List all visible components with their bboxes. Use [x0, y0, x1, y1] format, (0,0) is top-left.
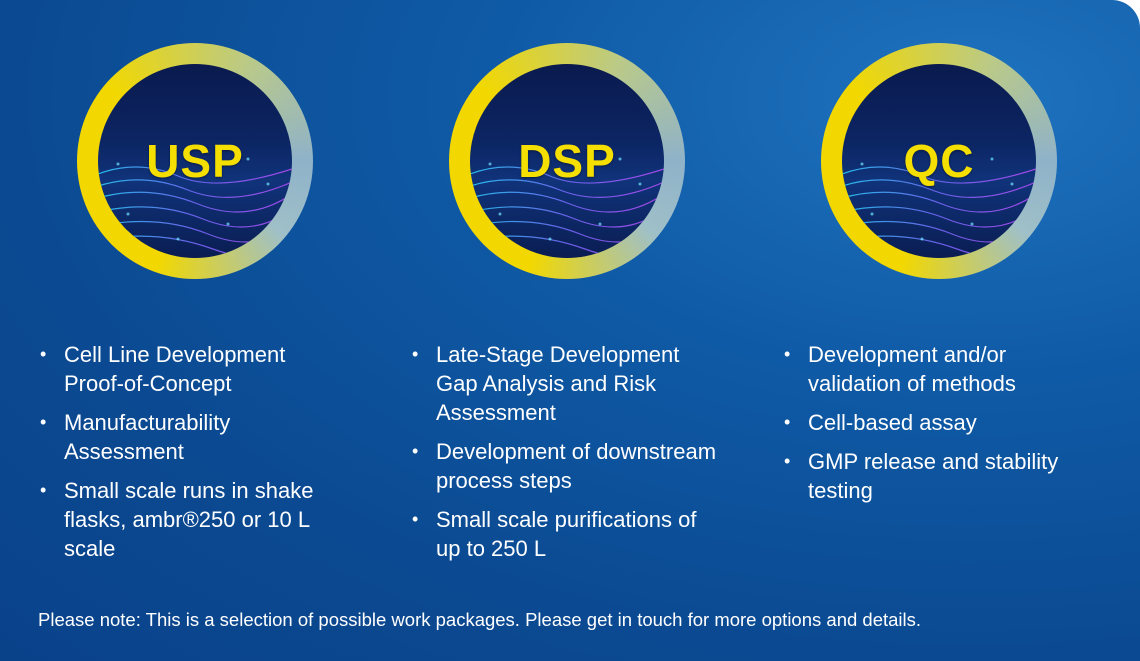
data-wave-graphic — [470, 157, 664, 258]
list-item-text: Development and/or validation of methods — [808, 342, 1016, 396]
footnote: Please note: This is a selection of poss… — [38, 609, 922, 630]
list-item: • Manufacturability Assessment — [38, 408, 348, 466]
list-item-text: Manufacturability Assessment — [64, 410, 231, 464]
bullet-icon: • — [784, 412, 791, 432]
data-wave-graphic — [98, 157, 292, 258]
badge-label: USP — [146, 135, 244, 187]
usp-badge: USP — [77, 43, 313, 279]
dsp-badge: DSP — [449, 43, 685, 279]
bullet-icon: • — [412, 344, 419, 364]
list-item: • Cell Line Development Proof-of-Concept — [38, 340, 348, 398]
list-item-text: Late-Stage Development Gap Analysis and … — [436, 342, 680, 425]
badge-label: DSP — [518, 135, 616, 187]
bullet-icon: • — [784, 451, 791, 471]
list-item-text: Development of downstream process steps — [436, 439, 717, 493]
bullet-icon: • — [412, 509, 419, 529]
list-item: • Development and/or validation of method… — [782, 340, 1092, 398]
list-item-text: Small scale runs in shake flasks, ambr®2… — [64, 478, 314, 561]
qc-badge: QC — [821, 43, 1057, 279]
list-item: • GMP release and stability testing — [782, 447, 1092, 505]
list-item-text: Cell Line Development Proof-of-Concept — [64, 342, 286, 396]
list-item: • Cell-based assay — [782, 408, 1092, 437]
bullet-icon: • — [784, 344, 791, 364]
data-wave-graphic — [842, 157, 1036, 258]
badge-label: QC — [903, 135, 975, 187]
bullet-icon: • — [40, 412, 47, 432]
list-item: • Development of downstream process steps — [410, 437, 720, 495]
bullet-list: • Development and/or validation of method… — [782, 340, 1092, 515]
bullet-icon: • — [40, 344, 47, 364]
badge-image: DSP — [470, 64, 664, 258]
list-item: • Small scale purifications of up to 250 … — [410, 505, 720, 563]
list-item: • Small scale runs in shake flasks, ambr®… — [38, 476, 348, 563]
list-item-text: Cell-based assay — [808, 410, 977, 435]
bullet-list: •Cell Line Development Proof-of-Concept … — [38, 340, 348, 573]
list-item-text: GMP release and stability testing — [808, 449, 1059, 503]
list-item-text: Small scale purifications of up to 250 L — [436, 507, 697, 561]
bullet-list: • Late-Stage Development Gap Analysis and… — [410, 340, 720, 573]
bullet-icon: • — [412, 441, 419, 461]
badge-image: USP — [98, 64, 292, 258]
list-item: • Late-Stage Development Gap Analysis and… — [410, 340, 720, 427]
bullet-icon: • — [40, 480, 47, 500]
badge-image: QC — [842, 64, 1036, 258]
